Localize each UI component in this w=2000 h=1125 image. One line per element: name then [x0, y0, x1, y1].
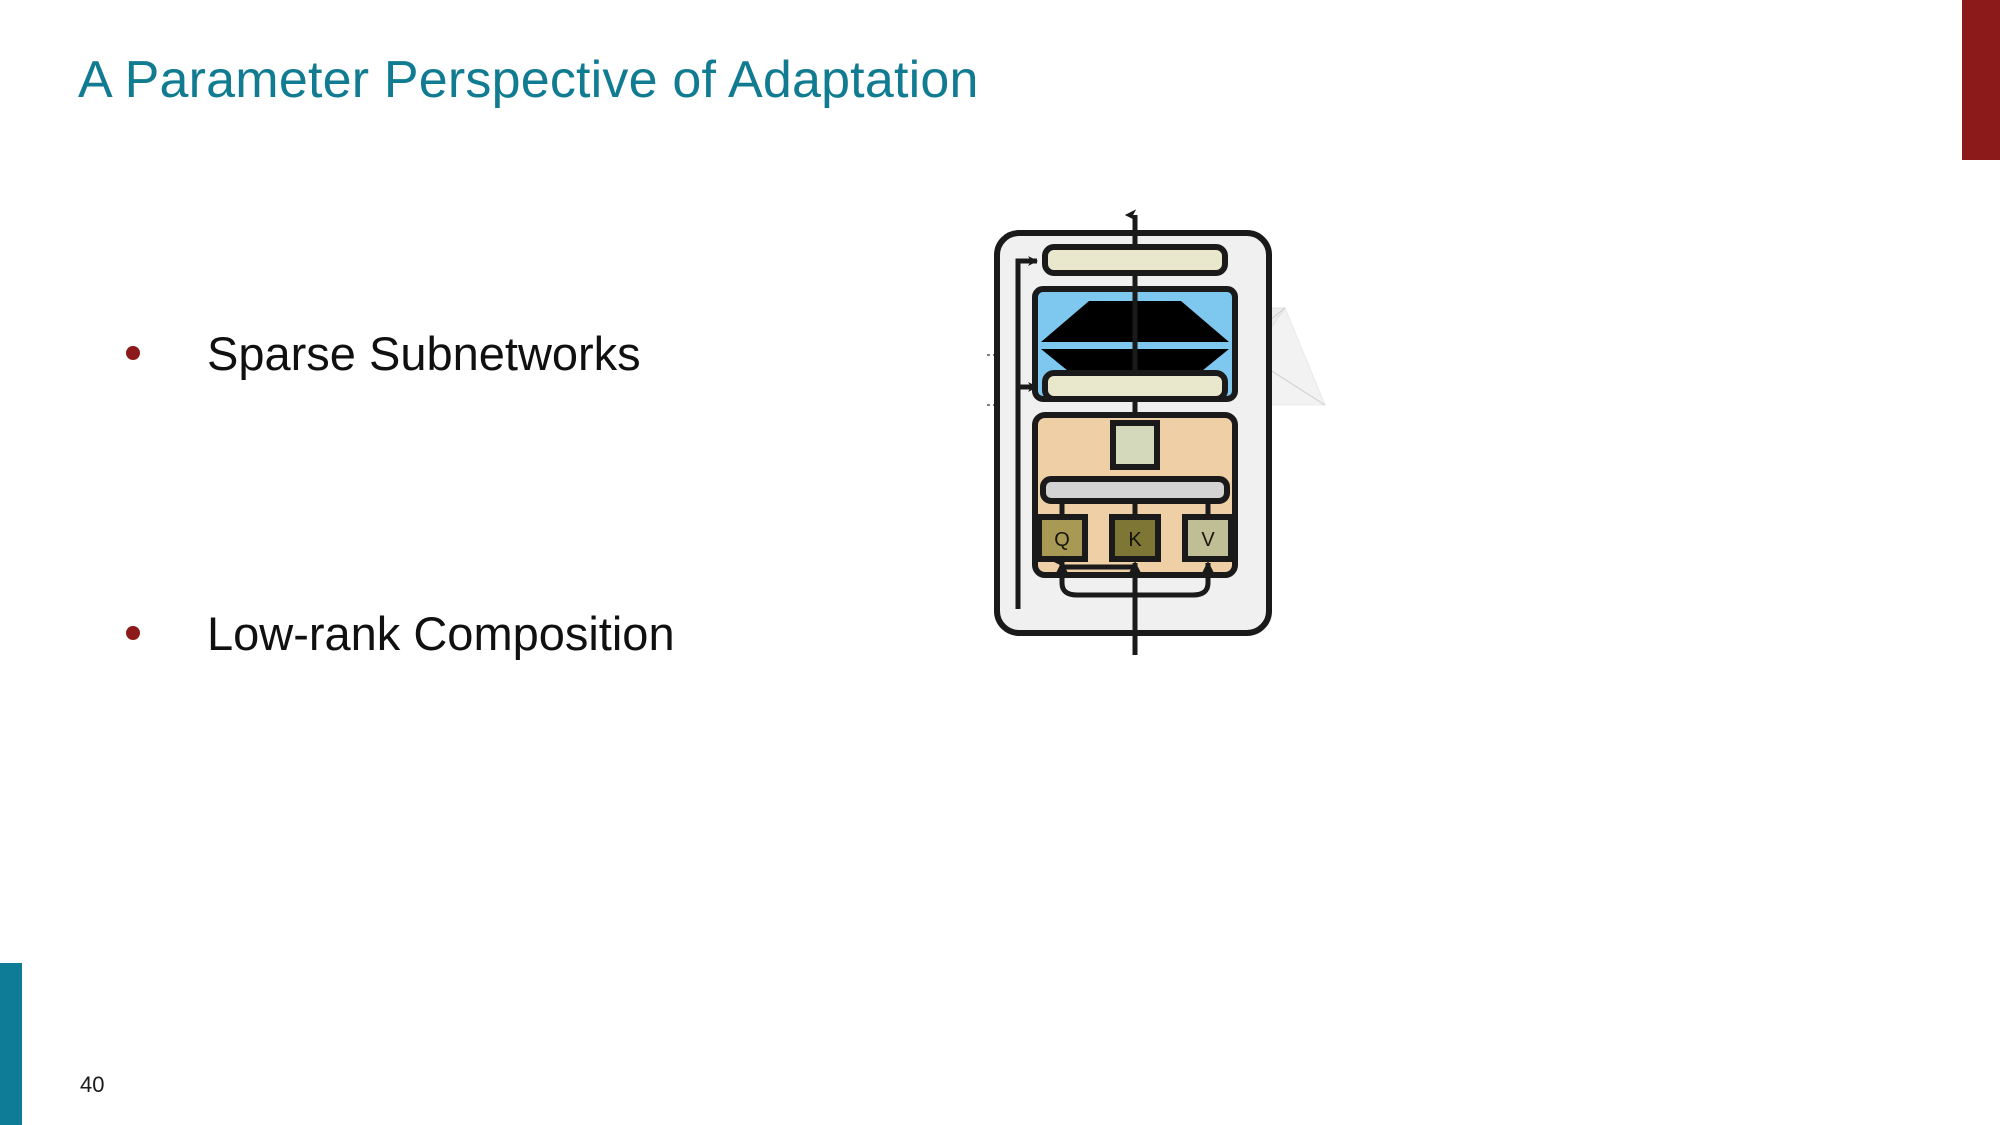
transformer-block-core: Q K V: [985, 205, 1285, 705]
page-title: A Parameter Perspective of Adaptation: [78, 51, 979, 109]
residual-skip-top: [1015, 256, 1038, 443]
accent-bar-bottom-left: [0, 963, 22, 1125]
k-projection-box: [1109, 514, 1161, 562]
q-label: Q: [1054, 529, 1070, 551]
list-item: Sparse Subnetworks: [126, 330, 966, 610]
bullet-label: Sparse Subnetworks: [207, 327, 641, 380]
output-projection: [1110, 420, 1160, 470]
bullet-dot-icon: [126, 626, 140, 640]
v-label: V: [1201, 529, 1215, 551]
bullet-dot-icon: [126, 346, 140, 360]
page-number: 40: [80, 1072, 105, 1097]
qkv-arrowheads: [1055, 561, 1215, 574]
v-projection-box: [1182, 514, 1234, 562]
accent-bar-top-right: [1962, 0, 2000, 160]
bullet-label: Low-rank Composition: [207, 607, 675, 660]
layernorm-top: [1042, 244, 1228, 276]
qkv-projections: Q K V: [1036, 514, 1234, 562]
layernorm-bottom: [1042, 370, 1228, 402]
k-label: K: [1128, 529, 1142, 551]
list-item: Low-rank Composition: [126, 610, 966, 890]
residual-skip-bottom: [1015, 382, 1038, 609]
head-concat-bar: [1040, 476, 1230, 504]
bullet-list: Sparse Subnetworks Low-rank Composition: [126, 330, 966, 890]
